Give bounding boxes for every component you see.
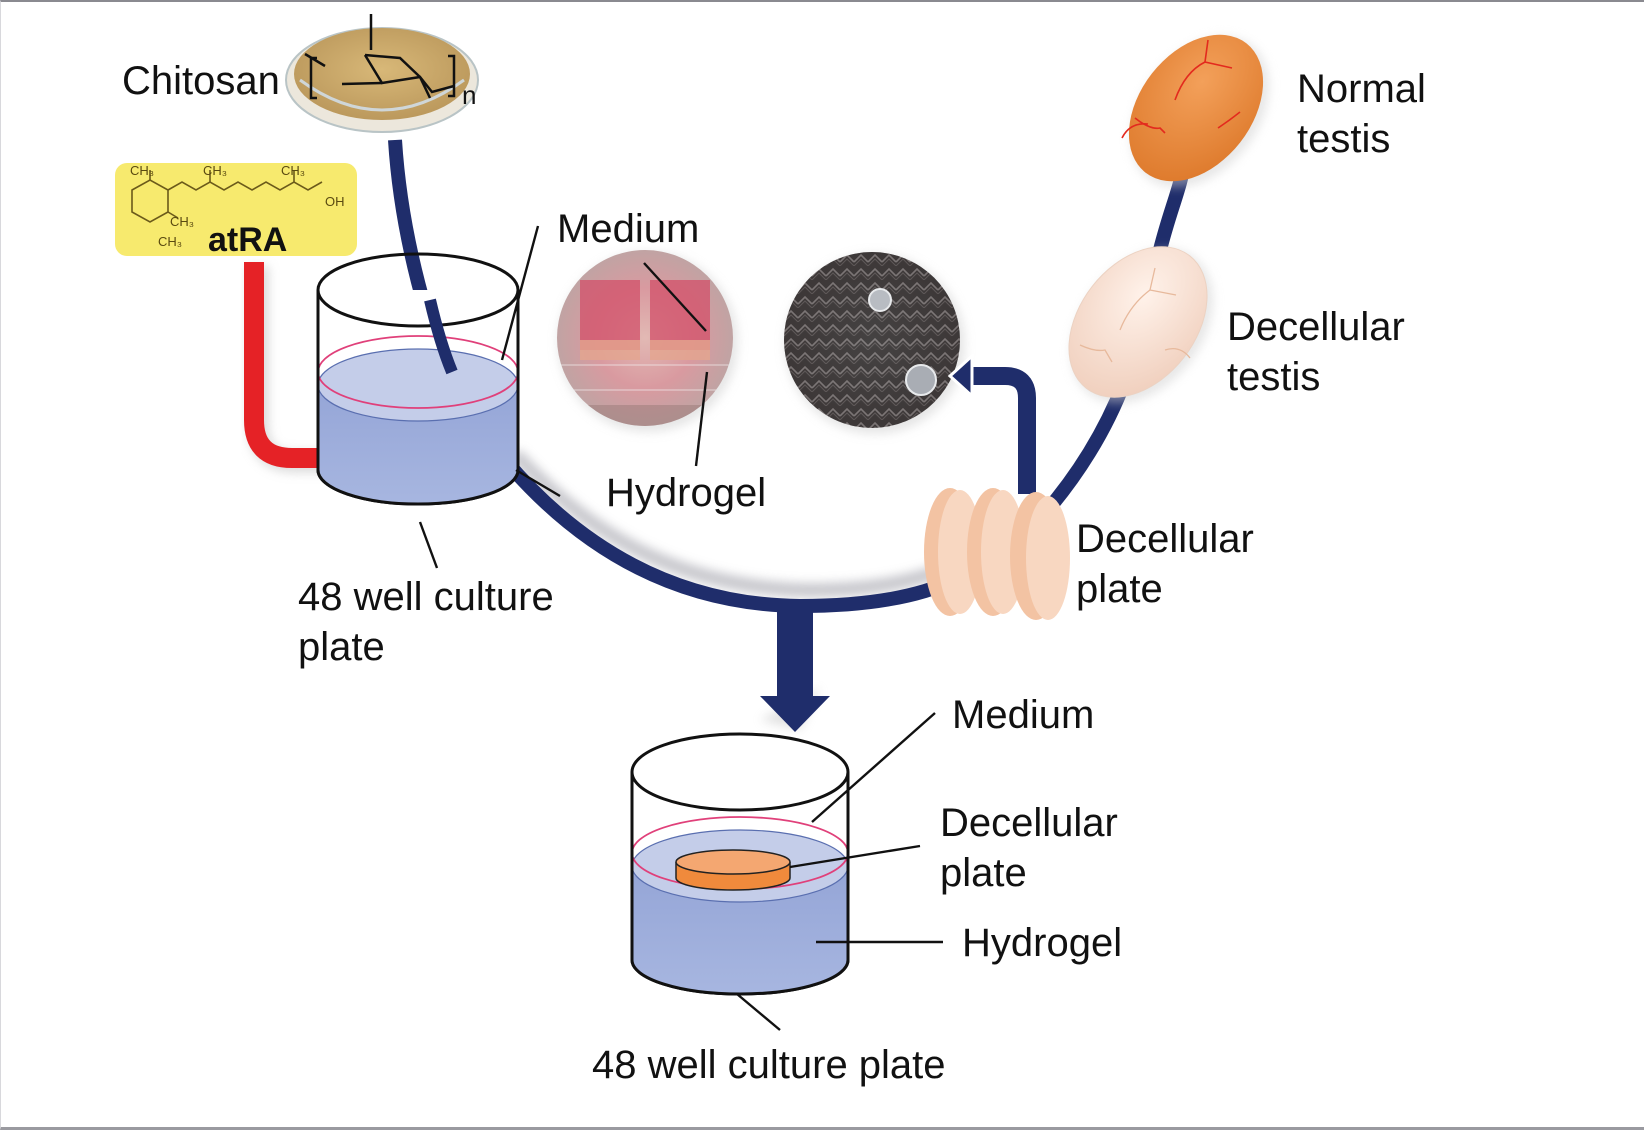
return-arrow-icon — [947, 352, 1040, 494]
normal-testis-label-line1: Normal — [1297, 67, 1426, 111]
decellular-plate-photo-icon — [784, 252, 965, 434]
bottom-plate-label: 48 well culture plate — [592, 1043, 946, 1087]
down-arrow-icon — [760, 604, 830, 732]
retinoic-acid-structure-icon — [131, 170, 323, 223]
bottom-culture-well — [630, 732, 850, 996]
decellular-testis-label-line2: testis — [1227, 355, 1320, 399]
top-plate-label-line2: plate — [298, 625, 385, 669]
plate-insert-icon — [675, 849, 791, 891]
decellular-testis-label-line1: Decellular — [1227, 305, 1405, 349]
atra-methyl-label: CH₃ — [158, 234, 182, 249]
main-flow-curve — [499, 377, 1132, 614]
top-plate-label-line1: 48 well culture — [298, 575, 554, 619]
atra-methyl-label: CH₃ — [130, 163, 154, 178]
bottom-well-leaders — [736, 712, 943, 1031]
decellular-plate-slices-icon — [924, 488, 1070, 620]
decellular-plate-label-line1: Decellular — [1076, 517, 1254, 561]
bottom-hydrogel-label: Hydrogel — [962, 921, 1122, 965]
atra-group: CH₃ CH₃ CH₃ OH CH₃ CH₃ atRA — [115, 163, 357, 259]
atra-label: atRA — [208, 221, 287, 259]
top-well-leaders — [418, 225, 561, 569]
bottom-medium-label: Medium — [952, 693, 1094, 737]
bottom-plate-insert-label-line2: plate — [940, 851, 1027, 895]
chitosan-powder-dish-icon — [285, 27, 479, 133]
hydrogel-well-photo-icon — [557, 250, 738, 467]
top-culture-well — [316, 252, 520, 506]
top-medium-label: Medium — [557, 207, 699, 251]
atra-methyl-label: CH₃ — [281, 163, 305, 178]
atra-methyl-label: CH₃ — [170, 214, 194, 229]
atra-methyl-label: CH₃ — [203, 163, 227, 178]
chitosan-structure-icon — [304, 14, 456, 100]
chitosan-subscript: n — [462, 80, 476, 110]
decellular-plate-label-line2: plate — [1076, 567, 1163, 611]
normal-testis-icon — [1121, 34, 1270, 188]
normal-testis-label-line2: testis — [1297, 117, 1390, 161]
atra-hydroxyl-label: OH — [325, 194, 345, 209]
decellular-testis-icon — [1068, 246, 1213, 404]
bottom-plate-insert-label-line1: Decellular — [940, 801, 1118, 845]
top-hydrogel-label: Hydrogel — [606, 471, 766, 515]
chitosan-label: Chitosan — [122, 59, 280, 103]
chitosan-group: Chitosan n — [122, 14, 479, 133]
